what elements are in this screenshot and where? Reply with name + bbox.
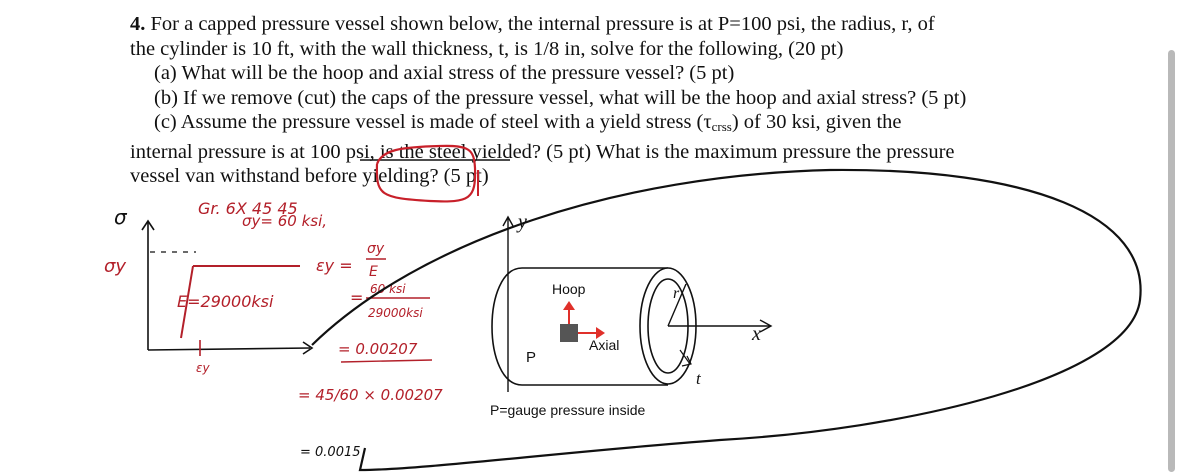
stress-axis-arrowhead xyxy=(141,219,155,231)
eq-sign-1: = xyxy=(350,288,363,307)
elastic-line xyxy=(180,265,194,339)
problem-intro-line-1: 4. For a capped pressure vessel shown be… xyxy=(130,13,935,35)
x-axis-arrow xyxy=(759,319,773,333)
yielding-box-annotation xyxy=(375,144,477,203)
result-2: = 0.0015 xyxy=(300,445,361,460)
frac2-denominator: 29000ksi xyxy=(368,306,423,320)
pressure-label: P xyxy=(526,349,536,366)
part-b: (b) If we remove (cut) the caps of the p… xyxy=(154,86,967,109)
caption-label: P=gauge pressure inside xyxy=(490,402,645,418)
thickness-label: t xyxy=(696,369,702,388)
axial-label: Axial xyxy=(589,337,619,353)
hoop-label: Hoop xyxy=(552,281,586,297)
part-a: (a) What will be the hoop and axial stre… xyxy=(154,62,735,84)
line-2: = 45/60 × 0.00207 xyxy=(298,386,443,404)
axis-sigma-label: σ xyxy=(114,205,128,229)
thickness-arrow xyxy=(679,349,692,367)
cylinder-back-end xyxy=(491,267,523,386)
result-1-underline xyxy=(340,359,433,363)
strain-axis-arrowhead xyxy=(302,341,314,355)
result-1: = 0.00207 xyxy=(338,340,418,358)
y-axis-label: y xyxy=(516,211,527,233)
sigma-y-note: σy= 60 ksi, xyxy=(242,212,327,230)
cylinder-body-edges xyxy=(522,267,668,386)
stress-element xyxy=(560,324,578,342)
problem-text: 4. For a capped pressure vessel shown be… xyxy=(130,12,1130,189)
modulus-note: E=29000ksi xyxy=(177,292,274,311)
radius-label: r xyxy=(673,285,680,302)
eps-formula-denominator: E xyxy=(369,264,378,280)
radius-line xyxy=(667,283,687,327)
part-c-line-2: internal pressure is at 100 psi, is the … xyxy=(130,140,955,163)
strain-axis xyxy=(147,347,311,351)
problem-number: 4. xyxy=(130,13,146,35)
part-c-line-3: vessel van withstand before yielding? (5… xyxy=(130,165,489,187)
eps-y-tick-label: εy xyxy=(196,361,210,375)
part-c: (c) Assume the pressure vessel is made o… xyxy=(154,111,902,134)
scrollbar[interactable] xyxy=(1168,50,1175,472)
hoop-arrow-head xyxy=(563,301,575,310)
eps-formula-lhs: εy = xyxy=(316,256,353,275)
axial-arrow-head xyxy=(596,327,605,339)
problem-intro-line-2: the cylinder is 10 ft, with the wall thi… xyxy=(130,37,844,60)
y-axis-arrow xyxy=(502,215,514,227)
loop-annotation xyxy=(311,168,1142,472)
eps-formula-numerator: σy xyxy=(367,241,385,257)
grade-note: Gr. 6X 45 45 xyxy=(198,199,298,218)
x-axis-label: x xyxy=(751,323,761,345)
axis-sigma-y-label: σy xyxy=(104,256,126,277)
